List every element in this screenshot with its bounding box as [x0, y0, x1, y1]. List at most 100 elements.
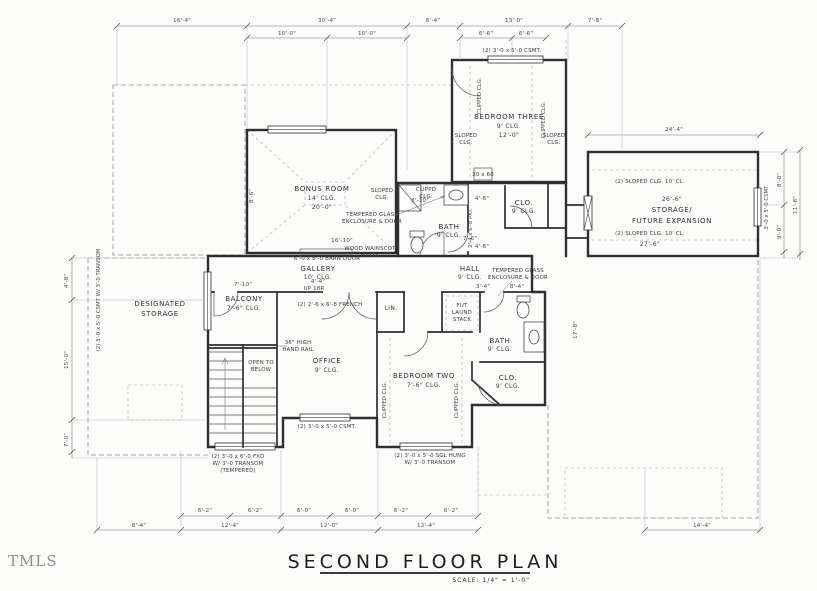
tempered-l1: TEMPERED GLASS: [491, 268, 544, 274]
dim-bottom2: 8'-4": [132, 523, 146, 529]
dim-interior: 4'-6": [475, 196, 489, 202]
attic-access-box: [473, 167, 493, 181]
wall-bath-block: [396, 181, 568, 258]
door-storage-left: [583, 195, 593, 231]
dim-bottom1: 6'-0": [345, 508, 359, 514]
dim-bottom2: 12'-4": [417, 523, 435, 529]
win-b2-l2: W/ 3'-0 TRANSOM: [405, 460, 456, 466]
dim-interior: 7'-6": [463, 236, 477, 242]
sheet-scale: SCALE: 1/4" = 1'-0": [452, 577, 530, 584]
plan-annotations: CLIPPED CLG. CLIPPED CLG. CLIPPED CLG. C…: [96, 48, 770, 474]
dim-interior: 17'-8": [573, 321, 579, 339]
ceiling-lines-dashed: [246, 66, 756, 443]
dim-interior: 3'-10": [411, 198, 429, 204]
window-note-stair: (2) 3'-0 x 6'-0 FXD W/ 3'-0 TRANSOM (TEM…: [212, 454, 265, 474]
sloped-l2: CLG.: [547, 140, 561, 146]
room-office-clg: 9' CLG.: [315, 367, 339, 374]
sheet-title: SECOND FLOOR PLAN: [288, 551, 563, 573]
dim-interior: 4'-4": [311, 279, 325, 285]
room-clo-dn-name: CLO.: [499, 374, 517, 382]
stairs: [208, 344, 277, 448]
room-bonus-size: 20'-0": [312, 204, 332, 211]
room-balcony: BALCONY 7'-6" CLG.: [225, 295, 262, 312]
room-clo-lower: CLO. 9' CLG.: [496, 374, 520, 390]
rail-l1: 36" HIGH: [285, 340, 312, 346]
bath-fixtures: [398, 167, 545, 353]
room-bath-up-name: BATH: [439, 223, 460, 231]
wall-bedroom-three: [450, 58, 568, 184]
laundry-stack-box: [445, 295, 479, 331]
tempered-l1: TEMPERED GLASS: [345, 212, 398, 218]
designated-line2: STORAGE: [141, 310, 179, 318]
wainscot-l1: WOOD WAINSCOT: [344, 246, 396, 252]
dim-right: 11'-8": [793, 196, 799, 214]
toilet-lower-bath: [516, 295, 531, 319]
window-storage-right: [753, 187, 762, 227]
wainscot-l2: WALLS: [360, 253, 380, 259]
room-gallery-name: GALLERY: [300, 265, 335, 273]
room-office-name: OFFICE: [313, 357, 342, 365]
window-note-bedroom2: (2) 3'-0 x 5'-0 SGL HUNG W/ 3'-0 TRANSOM: [394, 453, 465, 466]
window-bonus: [267, 125, 327, 134]
room-bonus: BONUS ROOM 14' CLG. 20'-0": [294, 185, 349, 211]
sloped-clg-bedroom3-left: SLOPED CLG.: [455, 133, 477, 146]
room-bedroom3: BEDROOM THREE 9' CLG. 12'-0": [474, 113, 543, 139]
toilet-upper-bath: [409, 230, 425, 254]
room-clo-up-clg: 9' CLG.: [512, 208, 536, 215]
sloped-l1: SLOPED: [543, 133, 565, 139]
room-balcony-clg: 7'-6" CLG.: [227, 305, 261, 312]
dim-interior: 8'-6": [249, 189, 255, 203]
stair-direction-arrow: [221, 357, 229, 430]
dim-bottom1: 6'-2": [444, 508, 458, 514]
room-gallery: GALLERY 10' CLG.: [300, 265, 335, 281]
room-bath-dn-name: BATH: [490, 337, 511, 345]
dim-top: 7'-8": [588, 18, 602, 24]
dim-storage-top: 24'-4": [665, 127, 683, 133]
window-bedroom3: [487, 55, 544, 64]
room-bath-up-clg: 9' CLG.: [437, 232, 461, 239]
dim-interior: 7'-10": [234, 282, 252, 288]
window-note-office: (2) 3'-0 x 5'-0 CSMT.: [298, 424, 357, 430]
dim-top2: 10'-0": [278, 31, 296, 37]
dim-left: 7'-0": [64, 433, 70, 447]
watermark-text: TMLS: [8, 552, 58, 570]
room-storage: (2) SLOPED CLG. 10' CL. 26'-6" STORAGE/ …: [615, 179, 711, 248]
room-bedroom3-clg: 9' CLG.: [497, 123, 521, 130]
dim-bottom1: 6'-0": [297, 508, 311, 514]
clipped-clg-note: CLIPPED CLG.: [541, 101, 547, 138]
dim-interior: 3'-4": [476, 284, 490, 290]
clippd-clg-note: CLIPPD CLG.: [416, 187, 436, 200]
shower-upper-bath: [398, 184, 422, 212]
dim-right: 9'-0": [777, 225, 783, 239]
room-bath-upper: BATH 9' CLG.: [437, 223, 461, 239]
title-block: SECOND FLOOR PLAN SCALE: 1/4" = 1'-0": [288, 551, 563, 584]
sloped-l1: SLOPED: [455, 133, 477, 139]
room-labels: BONUS ROOM 14' CLG. 20'-0" BEDROOM THREE…: [134, 113, 711, 390]
dim-interior: 8'-4": [510, 284, 524, 290]
clippd-l1: CLIPPD: [416, 187, 436, 193]
room-office: OFFICE 9' CLG.: [313, 357, 342, 374]
room-hall-name: HALL: [460, 265, 480, 273]
wainscot-note: WOOD WAINSCOT WALLS: [344, 246, 396, 259]
room-lin-name: LIN.: [384, 305, 397, 312]
room-hall: HALL 9' CLG.: [458, 265, 482, 281]
dim-top: 6'-4": [426, 18, 440, 24]
tempered-l2: ENCLOSURE & DOOR: [342, 219, 402, 225]
dim-left: 4'-8": [64, 274, 70, 288]
storage-sloped-top: (2) SLOPED CLG. 10' CL.: [615, 179, 685, 185]
dim-top: 13'-0": [505, 18, 523, 24]
window-stair: [214, 442, 276, 451]
room-bedroom2-name: BEDROOM TWO: [393, 372, 455, 380]
dim-top2: 6'-6": [479, 31, 493, 37]
dim-left: 15'-0": [64, 351, 70, 369]
vanity-upper-bath: [443, 184, 469, 206]
stair-up-note: UP 18R: [304, 286, 325, 292]
laundry-line1: FUT: [457, 303, 468, 309]
room-gallery-clg: 10' CLG.: [304, 274, 332, 281]
window-left-wall: [203, 271, 212, 331]
dim-top: 30'-4": [318, 18, 336, 24]
storage-dim-bot: 27'-6": [640, 241, 660, 248]
window-note-left: (2) 3'-0 x 5'-0 CSMT W/ 3'-0 TRANSOM: [96, 248, 102, 351]
dim-bottom2: 12'-0": [320, 523, 338, 529]
